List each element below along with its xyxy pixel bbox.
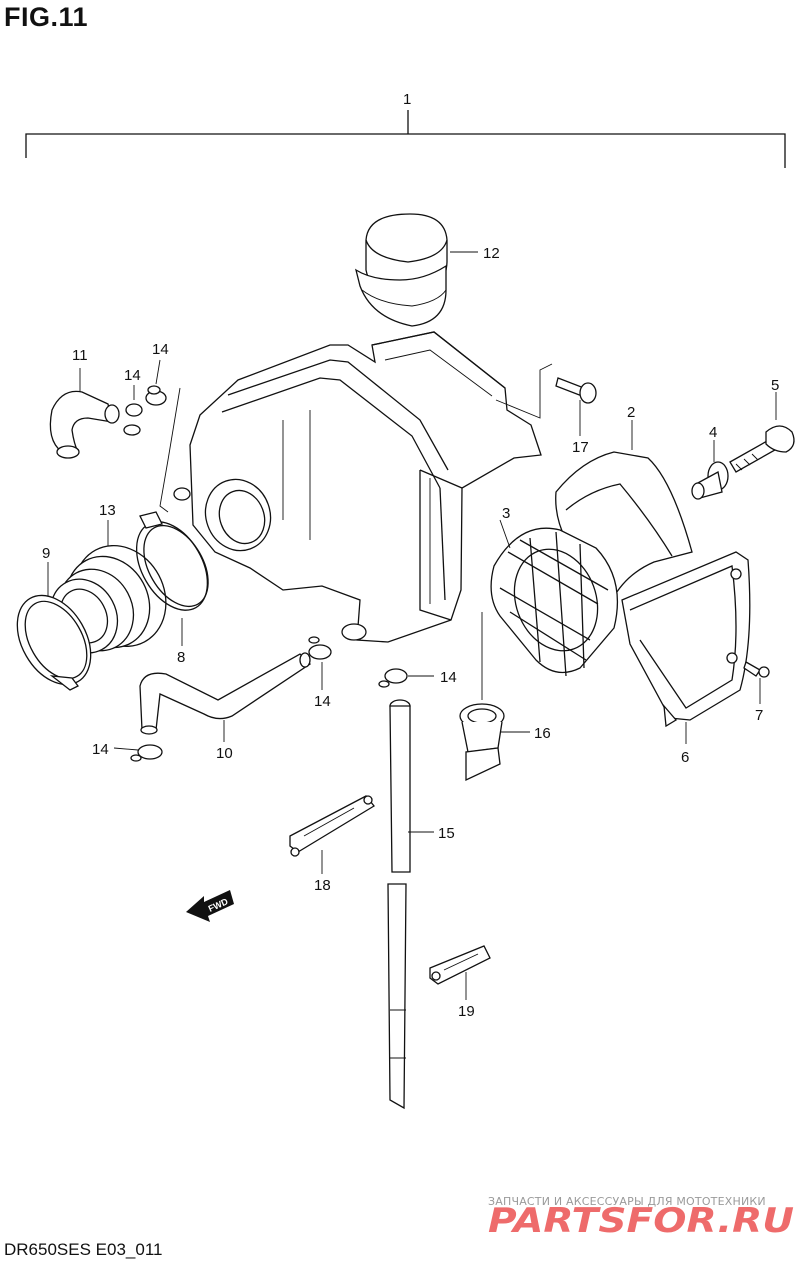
part-6-cover xyxy=(621,551,751,728)
part-5-bolt xyxy=(729,425,795,473)
callout-16: 16 xyxy=(534,725,551,742)
fwd-arrow: FWD xyxy=(186,890,234,922)
part-15-drain-tube xyxy=(387,699,411,1110)
part-11-hose-elbow xyxy=(49,390,120,459)
callout-9: 9 xyxy=(42,545,50,562)
callout-1: 1 xyxy=(403,91,411,108)
callout-18: 18 xyxy=(314,877,331,894)
callout-12: 12 xyxy=(483,245,500,262)
model-code: DR650SES E03_011 xyxy=(4,1240,163,1259)
watermark-tagline: ЗАПЧАСТИ И АКСЕССУАРЫ ДЛЯ МОТОТЕХНИКИ xyxy=(488,1195,766,1208)
air-cleaner-case xyxy=(159,331,542,643)
callout-5: 5 xyxy=(771,377,779,394)
part-3-filter-cage xyxy=(490,527,619,677)
watermark-logo-text: PARTSFOR.RU xyxy=(488,1201,794,1240)
callout-13: 13 xyxy=(99,502,116,519)
part-14-clips-top xyxy=(123,385,167,436)
part-19-clamp xyxy=(429,945,491,985)
part-8-clamp xyxy=(135,511,209,611)
leader-lines xyxy=(47,251,777,1000)
callout-4: 4 xyxy=(709,424,717,441)
callout-8: 8 xyxy=(177,649,185,666)
part-18-clamp xyxy=(289,795,375,857)
callout-14-c: 14 xyxy=(314,693,331,710)
watermark-logo: PARTSFOR.RU xyxy=(488,1201,794,1240)
callout-14-a: 14 xyxy=(152,341,169,358)
callout-7: 7 xyxy=(755,707,763,724)
callout-15: 15 xyxy=(438,825,455,842)
callout-6: 6 xyxy=(681,749,689,766)
callout-14-d: 14 xyxy=(440,669,457,686)
callout-19: 19 xyxy=(458,1003,475,1020)
callout-3: 3 xyxy=(502,505,510,522)
part-10-drain-hose xyxy=(139,652,312,735)
callout-17: 17 xyxy=(572,439,589,456)
figure-title: FIG.11 xyxy=(4,2,89,32)
part-9-clamp xyxy=(16,594,92,691)
callout-10: 10 xyxy=(216,745,233,762)
assembly-bracket xyxy=(25,110,786,168)
part-4-grommet xyxy=(691,461,729,500)
part-16-drain-cap xyxy=(459,612,505,782)
callout-14-e: 14 xyxy=(92,741,109,758)
part-14-clips xyxy=(130,636,408,762)
callout-14-b: 14 xyxy=(124,367,141,384)
callout-labels: 1 2 3 4 5 6 7 8 9 10 11 12 13 14 14 14 1… xyxy=(42,91,779,1020)
callout-2: 2 xyxy=(627,404,635,421)
callout-11: 11 xyxy=(72,347,88,364)
part-12-inlet-duct xyxy=(354,213,448,327)
part-17-screw xyxy=(495,363,597,419)
part-7-screw xyxy=(743,661,770,678)
